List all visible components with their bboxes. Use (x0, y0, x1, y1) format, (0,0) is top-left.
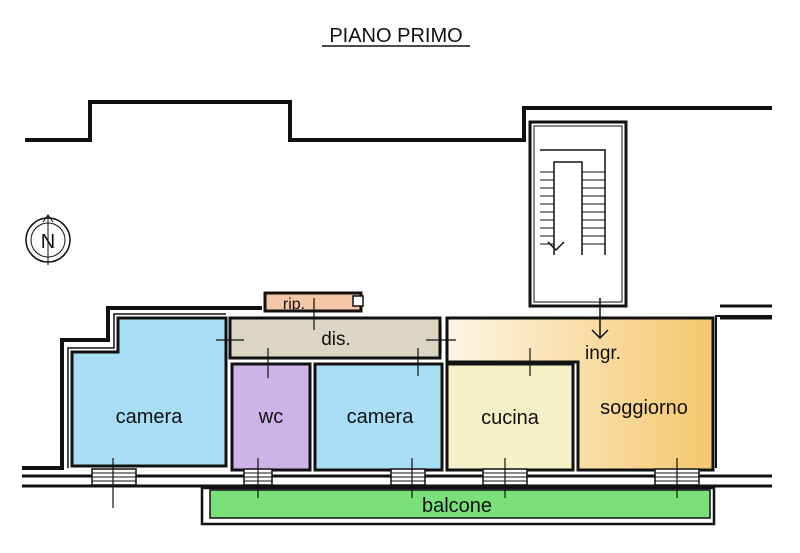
building-outline (25, 100, 772, 142)
room-balcone (209, 489, 711, 519)
north-compass-icon: N (25, 214, 71, 265)
entrance-arrow-icon (591, 298, 609, 340)
staircase (528, 120, 628, 308)
room-soggiorno (445, 316, 715, 472)
rip-vent (352, 295, 364, 307)
label-cucina: cucina (481, 407, 540, 429)
label-ingresso: ingr. (585, 343, 621, 364)
room-wc (230, 362, 312, 472)
compass-letter: N (41, 231, 55, 253)
label-balcone: balcone (422, 495, 492, 517)
label-camera-1: camera (116, 406, 184, 428)
room-ripostiglio (263, 291, 363, 313)
door-markers (112, 298, 678, 508)
window (390, 468, 426, 486)
label-disimpegno: dis. (321, 329, 351, 350)
label-camera-2: camera (347, 406, 415, 428)
label-wc: wc (258, 406, 283, 428)
room-cucina (445, 362, 575, 472)
room-camera-1 (70, 316, 228, 468)
label-ripostiglio: rip. (283, 296, 305, 313)
room-disimpegno (228, 316, 442, 360)
window (91, 468, 137, 486)
plan-title: PIANO PRIMO (329, 25, 462, 47)
room-camera-2 (313, 362, 444, 472)
label-soggiorno: soggiorno (600, 397, 688, 419)
